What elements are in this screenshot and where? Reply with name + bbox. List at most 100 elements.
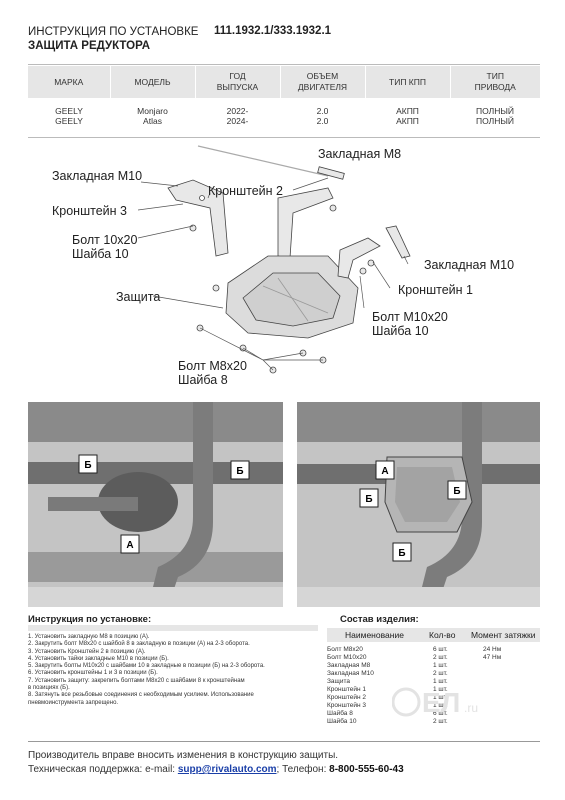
instruction-step: 7. Установить защиту: закрепить болтами … — [28, 677, 245, 684]
instruction-step: 4. Установить тайки закладные М10 в пози… — [28, 655, 169, 662]
marker-b: Б — [447, 480, 467, 505]
bolt — [212, 284, 220, 292]
insert-m8 — [317, 166, 345, 180]
label-bolt-m8x20: Болт М8х20 — [178, 359, 247, 373]
label-bracket-3: Кронштейн 3 — [52, 204, 127, 218]
instruction-step: 6. Установить кронштейны 1 и 3 в позиции… — [28, 670, 158, 677]
marker-b: Б — [78, 454, 98, 479]
label-bolt-10x20: Болт 10х20 — [72, 233, 138, 247]
assembly-diagram: Закладная М8 Закладная М10 Кронштейн 2 К… — [28, 138, 540, 400]
label-bracket-2: Кронштейн 2 — [208, 184, 283, 198]
svg-text:А: А — [381, 466, 388, 477]
instructions-title: Инструкция по установке: — [28, 614, 152, 625]
support-label: Техническая поддержка: e-mail: — [28, 764, 178, 775]
assembly-drawing — [137, 145, 411, 374]
svg-text:Б: Б — [453, 486, 460, 497]
marker-a: А — [120, 534, 140, 559]
label-insert-m10-left: Закладная М10 — [52, 169, 143, 183]
bolt — [367, 259, 375, 267]
instruction-step: 3. Установить Кронштейн 2 в позицию (А). — [28, 648, 146, 655]
marker-b: Б — [230, 460, 250, 485]
underbody-photo-before: Б Б А — [28, 402, 283, 607]
instruction-step: в позициях (Б). — [28, 685, 70, 692]
svg-text:ЕЛ: ЕЛ — [422, 687, 460, 718]
bracket-2 — [277, 187, 334, 259]
marker-a: А — [375, 460, 395, 485]
col-brand: МАРКА — [28, 66, 110, 98]
col-gearbox: ТИП КПП — [364, 66, 450, 98]
instructions-band — [28, 625, 318, 631]
svg-text:А: А — [126, 540, 133, 551]
instruction-step: 5. Закрутить болты М10х20 с шайбами 10 в… — [28, 663, 265, 670]
support-phone: 8-800-555-60-43 — [329, 764, 404, 775]
label-washer-10-left: Шайба 10 — [72, 247, 129, 261]
bracket-3 — [167, 179, 229, 257]
col-model: МОДЕЛЬ — [109, 66, 195, 98]
marker-b: Б — [392, 542, 412, 567]
footer-support: Техническая поддержка: e-mail: supp@riva… — [28, 764, 404, 775]
instruction-step: 2. Закрутить болт М8х20 с шайбой 8 в зак… — [28, 641, 250, 648]
label-insert-m10-right: Закладная М10 — [424, 258, 515, 272]
bolt — [189, 224, 197, 232]
label-guard: Защита — [116, 290, 161, 304]
part-codes: 111.1932.1/333.1932.1 — [214, 25, 332, 37]
svg-text:Б: Б — [365, 494, 372, 505]
instruction-step: 1. Установить закладную М8 в позицию (А)… — [28, 634, 150, 640]
instruction-step: пневмоинструмента запрещено. — [28, 699, 119, 706]
divider — [28, 137, 540, 138]
underbody-photo-after: А Б Б Б — [297, 402, 540, 607]
label-washer-8: Шайба 8 — [178, 373, 228, 387]
instructions-list: 1. Установить закладную М8 в позицию (А)… — [28, 634, 320, 707]
phone-label: ; Телефон: — [276, 764, 330, 775]
marker-b: Б — [359, 488, 379, 513]
cell-year: 2022-2024- — [226, 106, 249, 126]
insert-m10-right — [385, 225, 411, 259]
svg-text:.ru: .ru — [464, 701, 478, 715]
instruction-step: 8. Затянуть все резьбовые соединения с н… — [28, 692, 254, 699]
composition-header: Наименование Кол-во Момент затяжки — [327, 628, 540, 642]
svg-text:Б: Б — [398, 548, 405, 559]
label-insert-m8: Закладная М8 — [318, 147, 402, 161]
label-washer-10-right: Шайба 10 — [372, 324, 429, 338]
support-email-link[interactable]: supp@rivalauto.com — [177, 764, 277, 775]
svg-text:Б: Б — [84, 460, 91, 471]
label-bolt-m10x20: Болт М10х20 — [372, 310, 448, 324]
col-torque: Момент затяжки — [471, 630, 536, 640]
label-bracket-1: Кронштейн 1 — [398, 283, 473, 297]
bracket-1 — [337, 237, 381, 279]
document-header: ИНСТРУКЦИЯ ПО УСТАНОВКЕ ЗАЩИТА РЕДУКТОРА — [28, 25, 198, 53]
bolt — [359, 267, 367, 275]
insert-m8-rod — [197, 145, 329, 177]
watermark-logo: ЕЛ .ru — [391, 682, 492, 727]
doc-title: ИНСТРУКЦИЯ ПО УСТАНОВКЕ — [28, 26, 199, 38]
composition-title: Состав изделия: — [340, 614, 419, 625]
footer-divider — [28, 741, 540, 742]
divider — [28, 64, 540, 65]
col-name: Наименование — [345, 630, 404, 640]
bolt — [329, 204, 337, 212]
footer-disclaimer: Производитель вправе вносить изменения в… — [28, 750, 339, 761]
doc-subtitle: ЗАЩИТА РЕДУКТОРА — [28, 40, 151, 52]
